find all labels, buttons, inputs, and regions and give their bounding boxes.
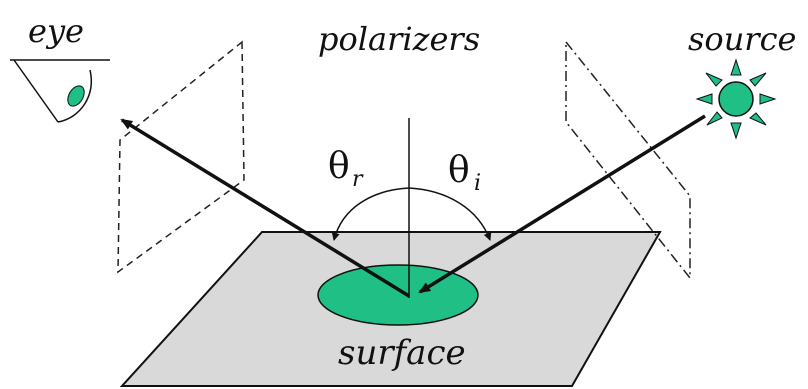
eye-label: eye [28, 12, 84, 50]
theta-i-subscript: i [474, 171, 481, 196]
reflection-angle-arc [331, 187, 410, 241]
theta-r-symbol: θ [328, 146, 350, 187]
incident-ray [418, 114, 706, 294]
surface-label: surface [338, 333, 466, 373]
reflection-highlight [317, 264, 479, 326]
polarizers-label: polarizers [318, 20, 480, 58]
eye-icon [10, 59, 110, 123]
theta-i-symbol: θ [448, 150, 470, 191]
left-polarizer [117, 40, 245, 274]
source-label: source [688, 20, 796, 58]
sun-icon [695, 58, 777, 140]
incidence-angle-arc [408, 187, 492, 241]
theta-r-subscript: r [352, 167, 364, 192]
reflected-ray [120, 118, 410, 298]
right-polarizer [565, 39, 691, 281]
